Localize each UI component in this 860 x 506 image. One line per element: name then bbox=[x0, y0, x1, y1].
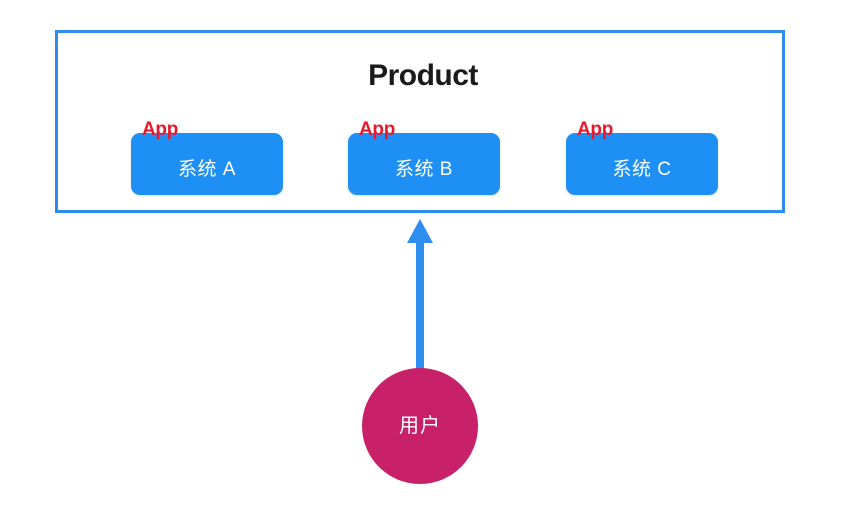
app-tag-a: App bbox=[142, 119, 179, 140]
arrow-up-icon bbox=[407, 219, 433, 374]
system-label-a: 系统 A bbox=[178, 158, 236, 180]
system-label-b: 系统 B bbox=[395, 158, 453, 180]
system-card-c[interactable]: App 系统 C bbox=[566, 120, 718, 195]
system-card-b[interactable]: App 系统 B bbox=[348, 120, 500, 195]
product-container: Product App 系统 A App 系统 B App 系统 C bbox=[55, 30, 785, 213]
product-title: Product bbox=[368, 59, 478, 92]
user-actor-circle[interactable]: 用户 bbox=[362, 368, 478, 484]
app-tag-b: App bbox=[359, 119, 396, 140]
app-tag-c: App bbox=[577, 119, 614, 140]
user-actor-label: 用户 bbox=[399, 415, 441, 437]
system-label-c: 系统 C bbox=[612, 158, 672, 180]
system-card-a[interactable]: App 系统 A bbox=[131, 120, 283, 195]
